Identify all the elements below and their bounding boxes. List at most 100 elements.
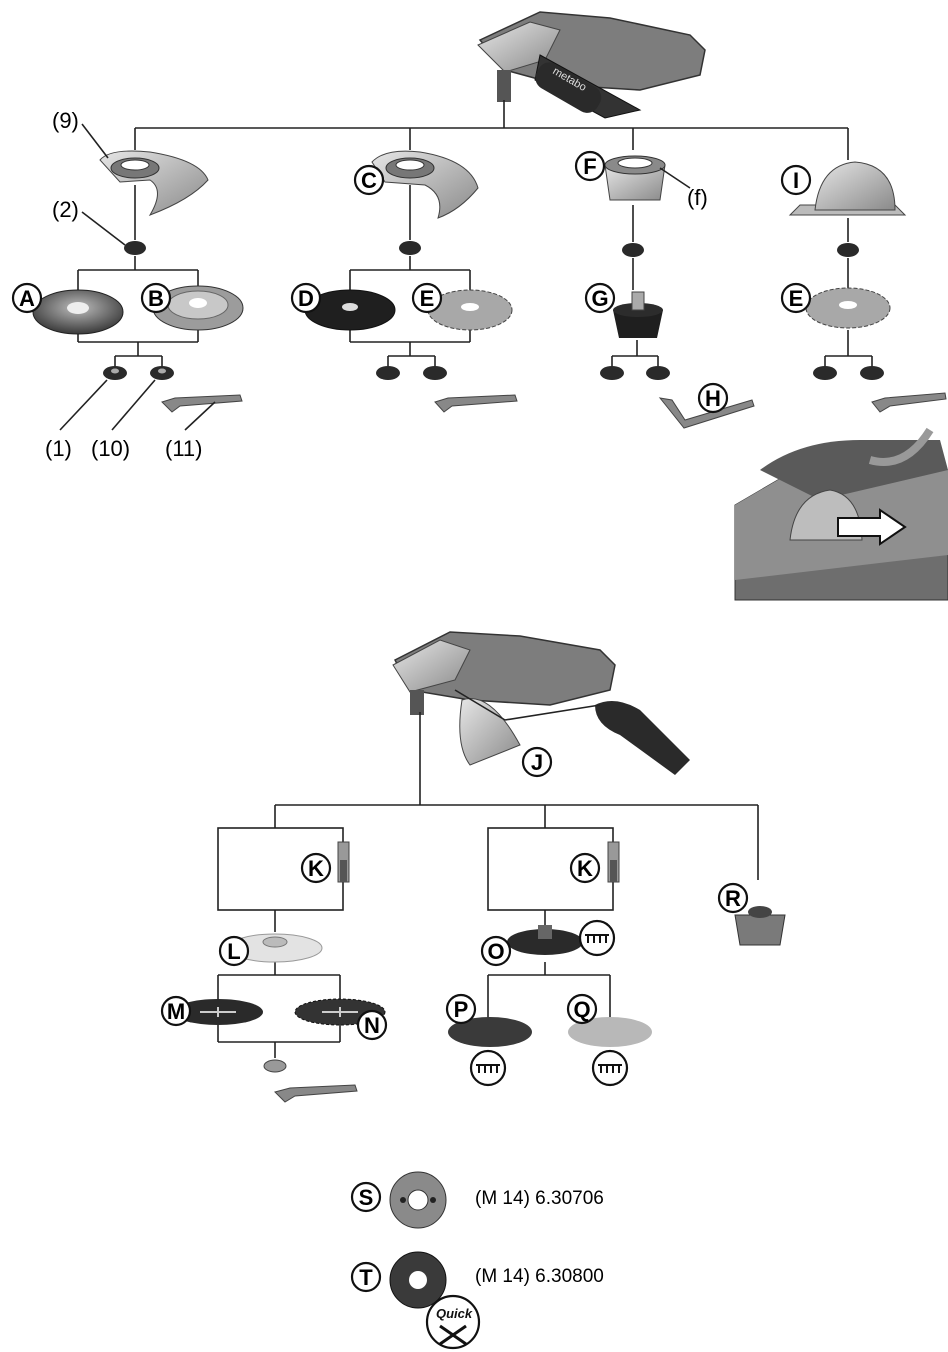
callout-b: B bbox=[140, 282, 172, 314]
svg-text:K: K bbox=[577, 856, 593, 881]
callout-k-right: K bbox=[569, 852, 601, 884]
cutting-guard-i bbox=[788, 161, 907, 216]
callout-d: D bbox=[290, 282, 322, 314]
spindle-flange-2 bbox=[124, 241, 146, 255]
callout-l: L bbox=[218, 935, 250, 967]
spanner-col4 bbox=[871, 392, 947, 413]
svg-text:G: G bbox=[591, 286, 608, 311]
velcro-backing-pad-o bbox=[507, 925, 583, 955]
product-code-s: (M 14) 6.30706 bbox=[475, 1188, 604, 1209]
backing-pad-l bbox=[227, 933, 323, 963]
svg-text:P: P bbox=[454, 997, 469, 1022]
cup-wheel-g bbox=[613, 291, 663, 338]
clamping-nut-bottom bbox=[263, 1059, 287, 1073]
callout-2: (2) bbox=[52, 197, 79, 222]
svg-text:L: L bbox=[227, 939, 240, 964]
callout-h: H bbox=[697, 382, 729, 414]
callout-n: N bbox=[356, 1009, 388, 1041]
svg-text:O: O bbox=[487, 939, 504, 964]
letter-callouts: A B C D E F G H I E J K K L M N O P Q R … bbox=[11, 150, 812, 1293]
callout-m: M bbox=[160, 995, 192, 1027]
side-handle-bottom bbox=[595, 701, 690, 775]
callout-s: S bbox=[350, 1181, 382, 1213]
svg-text:C: C bbox=[361, 168, 377, 193]
callout-e-col2: E bbox=[411, 282, 443, 314]
spanner-bottom bbox=[274, 1084, 358, 1103]
quick-nut-t bbox=[389, 1251, 447, 1309]
quick-badge-label: Quick bbox=[436, 1306, 473, 1321]
velcro-icon-o bbox=[578, 919, 616, 957]
callout-1: (1) bbox=[45, 436, 72, 461]
callout-i: I bbox=[780, 164, 812, 196]
callout-f-small: (f) bbox=[687, 185, 708, 210]
grinding-disc-a bbox=[32, 289, 124, 335]
nuts-col3 bbox=[600, 366, 670, 380]
spindle-flange-col2 bbox=[399, 241, 421, 255]
svg-text:H: H bbox=[705, 386, 721, 411]
spindle-flange-col3 bbox=[622, 243, 644, 257]
spanner-col2 bbox=[434, 394, 518, 413]
callout-e-col4: E bbox=[780, 282, 812, 314]
wire-cup-brush-r bbox=[734, 906, 786, 946]
svg-text:B: B bbox=[148, 286, 164, 311]
svg-text:K: K bbox=[308, 856, 324, 881]
svg-text:D: D bbox=[298, 286, 314, 311]
diamond-disc-e bbox=[427, 289, 513, 331]
spindle-flange-col4 bbox=[837, 243, 859, 257]
guard-f bbox=[604, 155, 691, 201]
product-codes: (M 14) 6.30706 (M 14) 6.30800 bbox=[475, 1188, 604, 1287]
diamond-disc-e-col4 bbox=[805, 287, 891, 329]
svg-text:M: M bbox=[167, 999, 185, 1024]
callout-o: O bbox=[480, 935, 512, 967]
pin-spanner-h bbox=[658, 397, 755, 429]
svg-text:T: T bbox=[359, 1265, 373, 1290]
callout-t: T bbox=[350, 1261, 382, 1293]
callout-10: (10) bbox=[91, 436, 130, 461]
callout-p: P bbox=[445, 993, 477, 1025]
velcro-icon-q bbox=[591, 1049, 629, 1087]
callout-k-left: K bbox=[300, 852, 332, 884]
svg-text:E: E bbox=[789, 286, 804, 311]
svg-text:S: S bbox=[359, 1185, 374, 1210]
callout-c: C bbox=[353, 164, 385, 196]
cutting-scene-illustration bbox=[734, 427, 948, 601]
nuts-col2 bbox=[376, 366, 447, 380]
callout-j: J bbox=[521, 746, 553, 778]
svg-text:E: E bbox=[420, 286, 435, 311]
svg-text:Q: Q bbox=[573, 997, 590, 1022]
callout-f: F bbox=[574, 150, 606, 182]
callout-a: A bbox=[11, 282, 43, 314]
fibre-disc-m bbox=[173, 999, 263, 1025]
callout-leaders-col1 bbox=[59, 123, 216, 431]
nuts-col4 bbox=[813, 366, 884, 380]
polishing-pad-q bbox=[568, 1017, 652, 1047]
svg-text:I: I bbox=[793, 168, 799, 193]
svg-text:A: A bbox=[19, 286, 35, 311]
velcro-icon-p bbox=[469, 1049, 507, 1087]
two-hole-spanner-11 bbox=[161, 394, 243, 413]
numeric-callouts: (9) (2) (f) (1) (10) (11) bbox=[45, 108, 708, 461]
angle-grinder-bottom bbox=[392, 631, 616, 715]
clamping-nut-s bbox=[389, 1171, 447, 1229]
product-code-t: (M 14) 6.30800 bbox=[475, 1266, 604, 1287]
svg-text:J: J bbox=[531, 750, 543, 775]
spindle-adapter-k-left bbox=[337, 841, 350, 883]
clamping-nut-1 bbox=[103, 366, 127, 380]
spindle-adapter-k-right bbox=[607, 841, 620, 883]
abrasive-disc-p bbox=[448, 1017, 532, 1047]
flap-disc-b bbox=[152, 285, 244, 331]
svg-text:R: R bbox=[725, 886, 741, 911]
hand-guard-j bbox=[459, 698, 521, 766]
callout-r: R bbox=[717, 882, 749, 914]
svg-text:N: N bbox=[364, 1013, 380, 1038]
quick-nut-10 bbox=[150, 366, 174, 380]
callout-q: Q bbox=[566, 993, 598, 1025]
quick-badge-icon: Quick bbox=[425, 1294, 481, 1350]
callout-11: (11) bbox=[165, 436, 203, 461]
cutting-guard-c bbox=[371, 150, 479, 219]
guard-9 bbox=[99, 150, 209, 216]
svg-text:F: F bbox=[583, 154, 596, 179]
angle-grinder-top: metabo bbox=[477, 11, 706, 119]
callout-g: G bbox=[584, 282, 616, 314]
